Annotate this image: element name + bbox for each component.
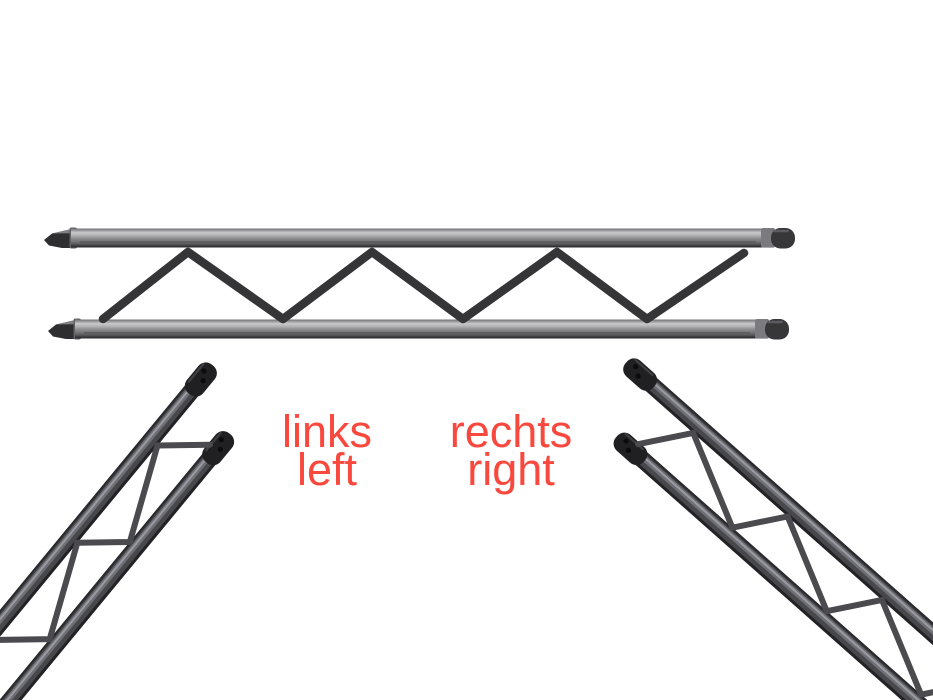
tube-end-tip (48, 320, 76, 339)
tube-end-tip-sheen (56, 319, 76, 325)
zigzag-bracing (98, 247, 749, 324)
right-truss-upper-tube (619, 354, 933, 700)
zigzag-bracing (0, 441, 213, 700)
tube-collar (755, 319, 769, 339)
label-right: right (467, 444, 555, 495)
tube-end-connector (765, 319, 789, 340)
zigzag-bracing (634, 429, 933, 700)
label-links: links (281, 406, 373, 457)
tube-end-connector (771, 228, 795, 249)
left-truss-upper-tube (0, 358, 221, 700)
tube-end-tip (44, 229, 72, 248)
left-diagonal-truss (0, 358, 239, 700)
tube-end-connector-sheen (773, 229, 789, 233)
tube-seam (80, 241, 756, 243)
tube-end-connector-sheen (767, 320, 783, 324)
label-left: left (296, 444, 358, 495)
label-links-left: links left (281, 406, 373, 495)
right-truss-lower-tube (609, 428, 933, 700)
tube-end-tip-sheen (52, 228, 72, 234)
right-diagonal-truss (609, 354, 933, 700)
tube-body (71, 228, 765, 248)
horizontal-truss (44, 227, 795, 340)
horizontal-truss-bottom-tube (48, 318, 789, 340)
label-rechts-right: rechts right (449, 406, 573, 495)
horizontal-truss-top-tube (44, 227, 795, 249)
label-rechts: rechts (449, 406, 573, 457)
tube-body (75, 319, 759, 339)
tube-seam (84, 332, 750, 334)
tube-collar (761, 228, 775, 248)
